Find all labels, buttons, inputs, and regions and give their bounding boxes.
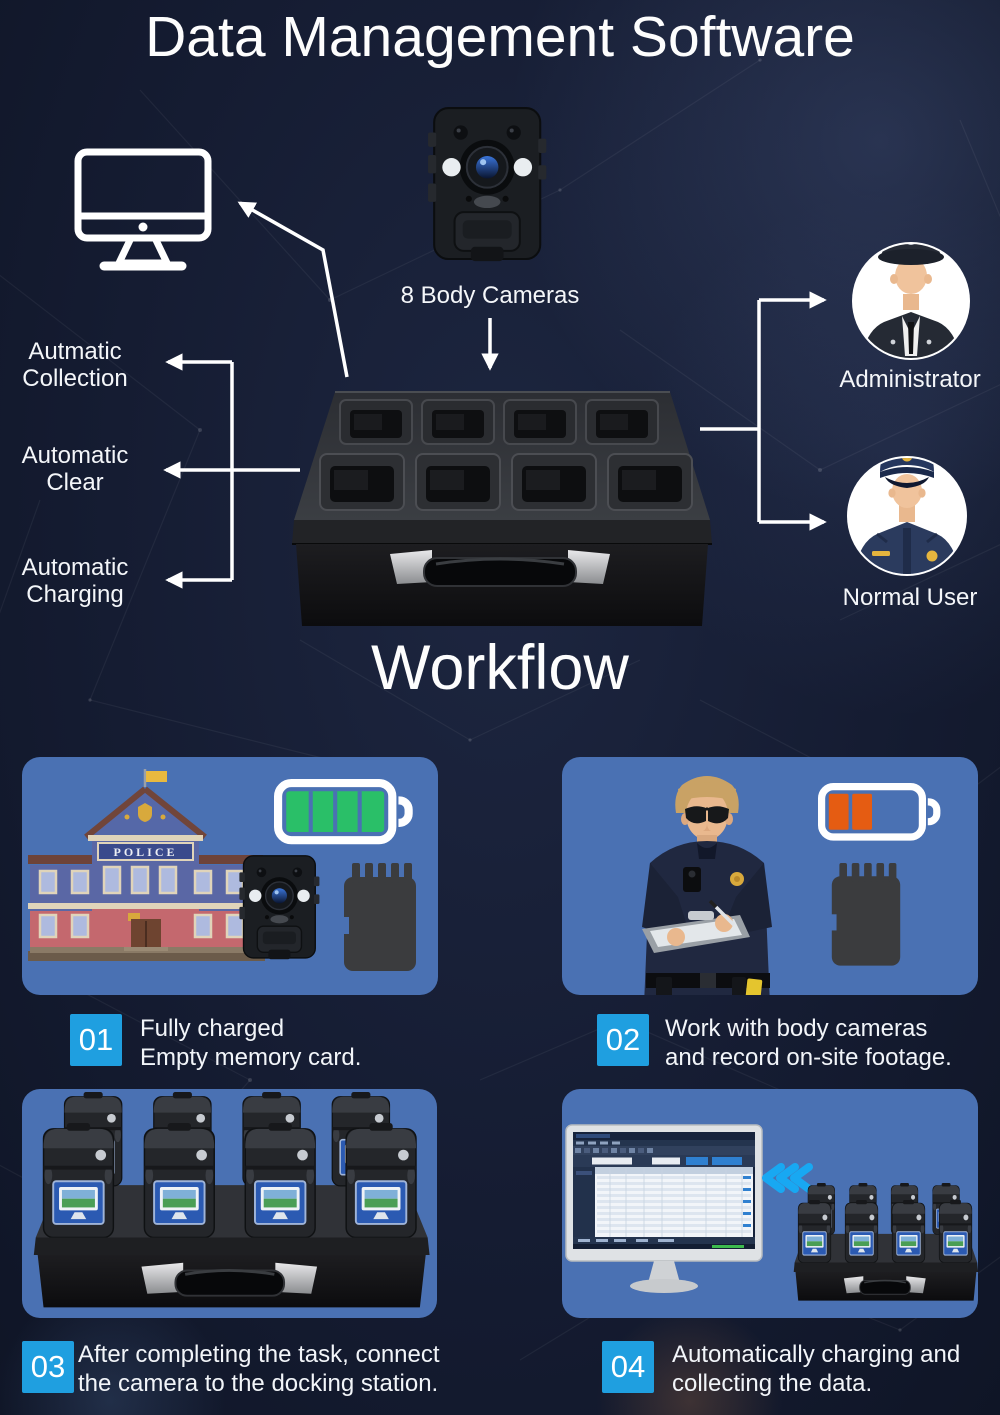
administrator-label: Administrator [839,366,981,393]
step-number: 02 [605,1022,641,1057]
page-title: Data Management Software [145,5,855,69]
workflow-panel-4 [562,1089,978,1318]
top-diagram [74,107,970,626]
workflow-panel-1: POLICE [22,757,438,995]
monitor-icon [74,148,212,271]
workflow-panel-3 [22,1089,437,1318]
police-officer-photo [642,776,772,995]
docking-station-loaded-small [794,1183,978,1301]
step-caption-04: Automatically charging and collecting th… [672,1340,960,1398]
feature-automatic-collection: Autmatic Collection [0,338,150,392]
chevrons-icon [762,1163,813,1193]
feature-line: Charging [26,581,124,608]
caption-line: collecting the data. [672,1370,873,1397]
normal-user-label: Normal User [842,584,978,611]
administrator-avatar [852,242,970,360]
sd-card-icon [340,863,416,971]
feature-automatic-charging: Automatic Charging [0,554,150,608]
arrow-dock-to-monitor [237,201,349,378]
step-caption-01: Fully charged Empty memory card. [140,1014,361,1072]
body-camera-image [427,107,548,263]
normal-user-avatar [847,456,967,576]
caption-line: and record on-site footage. [665,1044,952,1071]
battery-low-icon [822,787,937,837]
step-badge-02: 02 [597,1014,649,1066]
docking-station-image [292,391,712,626]
workflow-heading: Workflow [371,633,629,703]
feature-line: Automatic [21,554,129,581]
step-caption-02: Work with body cameras and record on-sit… [665,1014,952,1072]
step-badge-04: 04 [602,1341,654,1393]
step-badge-03: 03 [22,1341,74,1393]
workflow-panel-2 [562,757,978,995]
sd-card-icon [828,863,901,966]
caption-line: Empty memory card. [140,1044,362,1071]
feature-line: Automatic [21,442,129,469]
feature-line: Clear [46,469,104,496]
police-station-illustration: POLICE [28,769,265,961]
step-number: 04 [610,1349,646,1384]
battery-full-icon [278,783,409,840]
caption-line: After completing the task, connect [78,1341,440,1368]
caption-line: Work with body cameras [665,1015,928,1042]
caption-line: Fully charged [140,1015,285,1042]
caption-line: the camera to the docking station. [78,1370,439,1397]
feature-line: Collection [22,365,128,392]
police-sign-text: POLICE [113,845,177,859]
body-cameras-label: 8 Body Cameras [400,282,580,309]
step-number: 03 [30,1349,66,1384]
body-camera-image [238,855,321,960]
docking-station-loaded-image [34,1092,430,1307]
step-number: 01 [78,1022,114,1057]
management-software-monitor [565,1124,763,1293]
flow-arrows [163,201,827,589]
feature-automatic-clear: Automatic Clear [0,442,150,496]
step-badge-01: 01 [70,1014,122,1066]
step-caption-03: After completing the task, connect the c… [78,1340,440,1398]
feature-line: Autmatic [28,338,122,365]
caption-line: Automatically charging and [672,1341,961,1368]
